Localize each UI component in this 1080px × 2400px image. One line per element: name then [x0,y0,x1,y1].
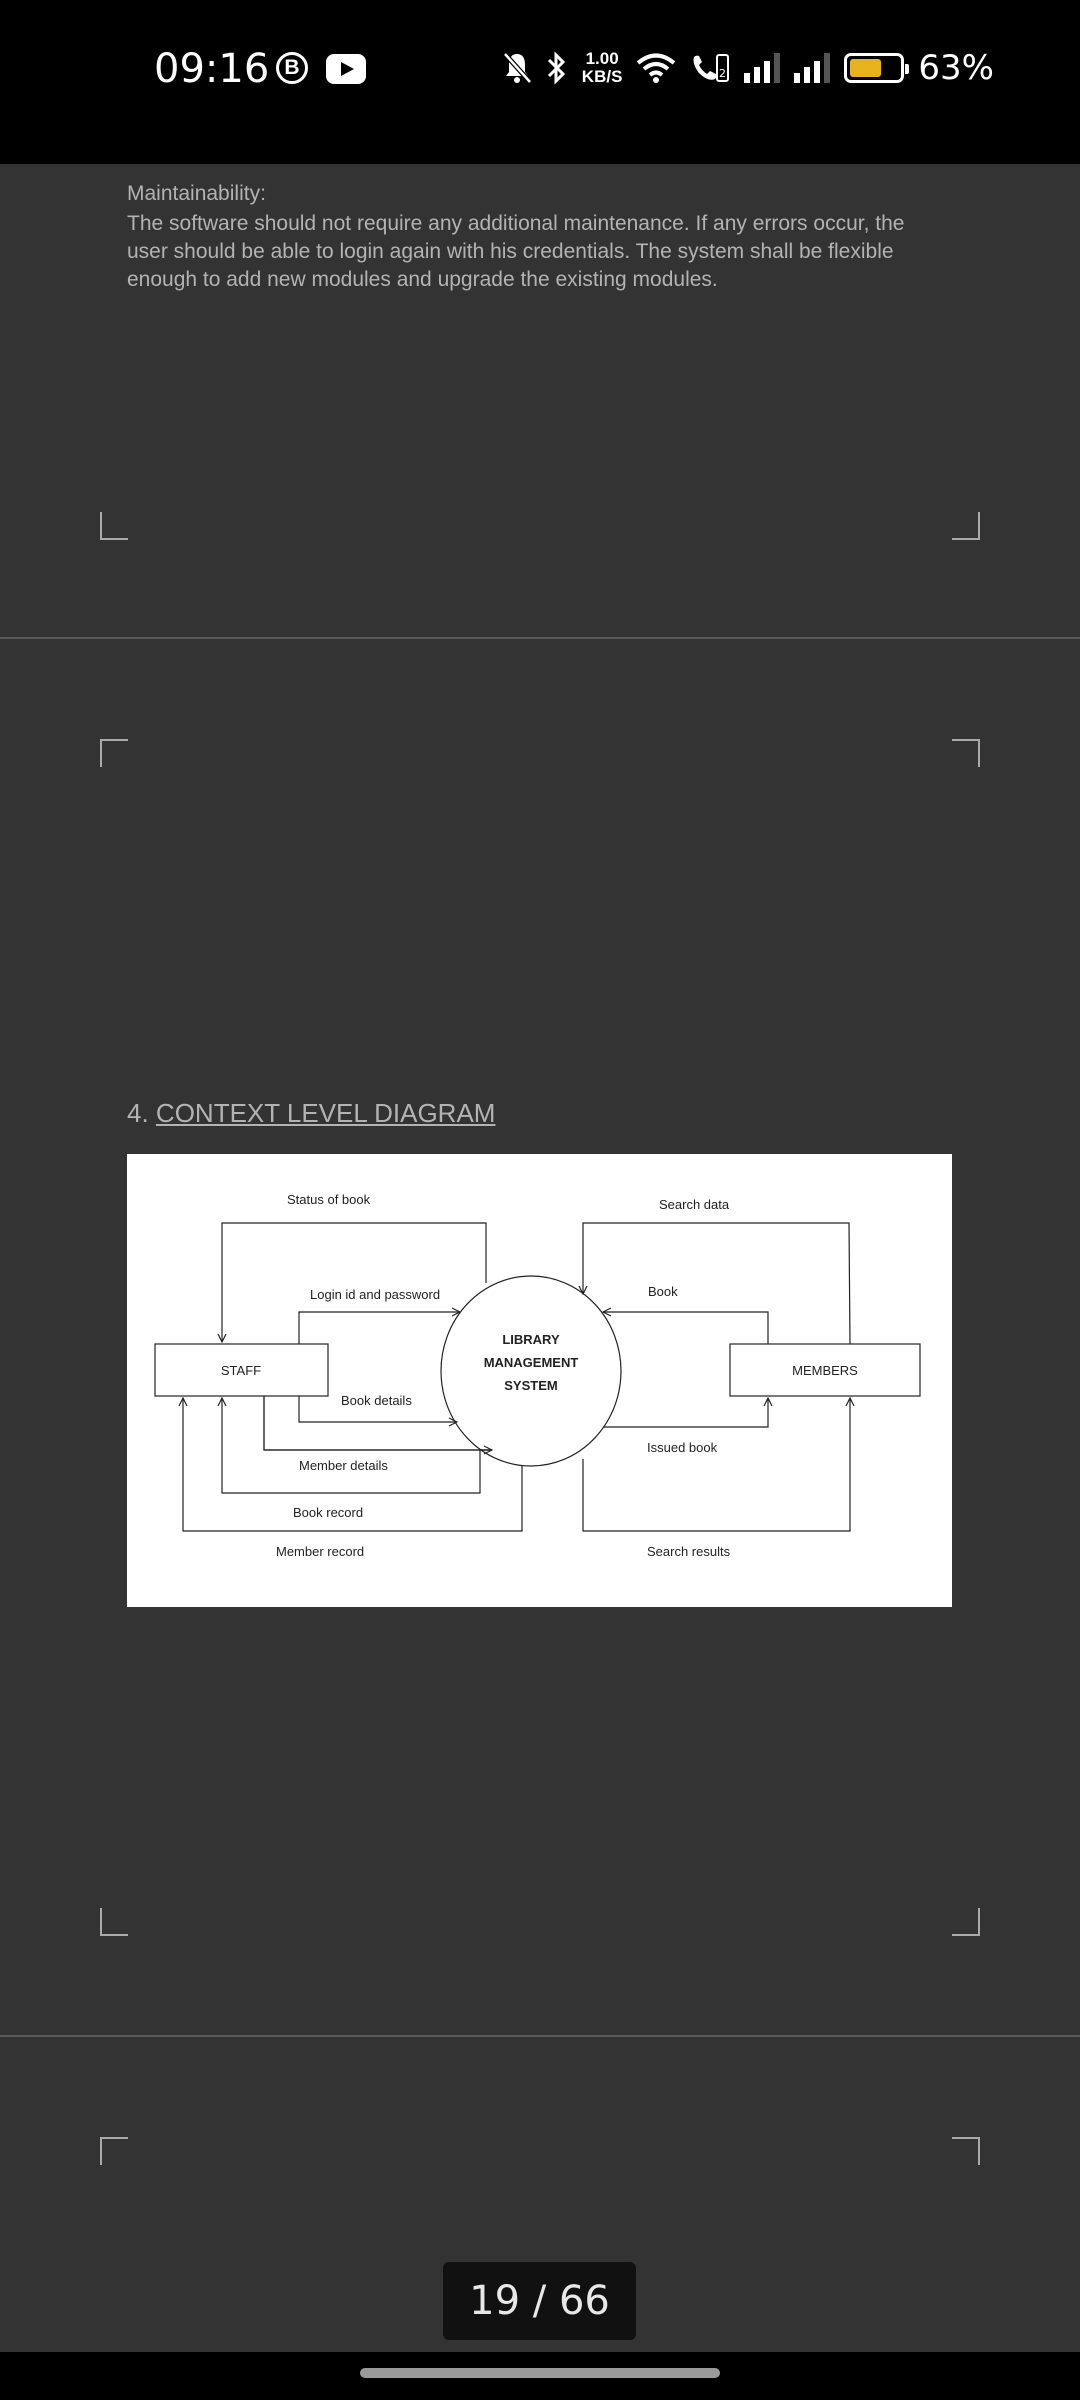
paragraph: The software should not require any addi… [127,212,905,291]
clock: 09:16 [154,46,270,92]
page-separator [0,637,1080,639]
bell-off-icon [502,52,532,84]
section-heading: Maintainability: [127,182,266,205]
system-label-3: SYSTEM [504,1378,557,1393]
signal-icon [794,53,831,83]
svg-text:2: 2 [719,67,726,80]
system-label-1: LIBRARY [502,1332,560,1347]
flow-label-search-data: Search data [659,1197,730,1212]
network-speed: 1.00 KB/S [581,49,623,86]
context-diagram: Status of book Login id and password Boo… [127,1154,952,1607]
home-gesture-handle[interactable] [360,2368,720,2378]
system-process [440,1275,622,1467]
document-text: Maintainability: The software should not… [127,180,947,294]
page-corner-mark [952,1908,980,1936]
flow-label-member-details: Member details [299,1458,388,1473]
flow-label-book-details: Book details [341,1393,412,1408]
flow-label-issued-book: Issued book [647,1440,718,1455]
wifi-icon [637,53,676,83]
page-corner-mark [952,2137,980,2165]
page-corner-mark [100,512,128,540]
staff-label: STAFF [221,1363,261,1378]
flow-label-member-record: Member record [276,1544,364,1559]
b-circle-icon: B [276,52,308,84]
page-indicator[interactable]: 19 / 66 [443,2262,636,2340]
battery-percent: 63% [918,48,994,88]
navigation-bar [0,2352,1080,2400]
members-label: MEMBERS [792,1363,858,1378]
page-corner-mark [100,1908,128,1936]
flow-label-book: Book [648,1284,678,1299]
page-separator [0,2035,1080,2037]
flow-label-book-record: Book record [293,1505,363,1520]
signal-icon [744,53,781,83]
page-corner-mark [952,512,980,540]
wifi-call-icon: 2 [693,54,730,82]
status-bar: 09:16 B 1.00 KB/S 2 [0,0,1080,164]
page-corner-mark [952,739,980,767]
section-title: 4. CONTEXT LEVEL DIAGRAM [127,1098,496,1128]
youtube-icon [326,54,366,84]
bluetooth-icon [547,51,565,85]
system-label-2: MANAGEMENT [484,1355,579,1370]
page-corner-mark [100,2137,128,2165]
staff-entity [154,1343,329,1397]
battery-icon [844,53,910,83]
members-entity [729,1343,921,1397]
flow-label-login: Login id and password [310,1287,440,1302]
flow-label-search-results: Search results [647,1544,731,1559]
page-corner-mark [100,739,128,767]
flow-label-status-of-book: Status of book [287,1192,371,1207]
